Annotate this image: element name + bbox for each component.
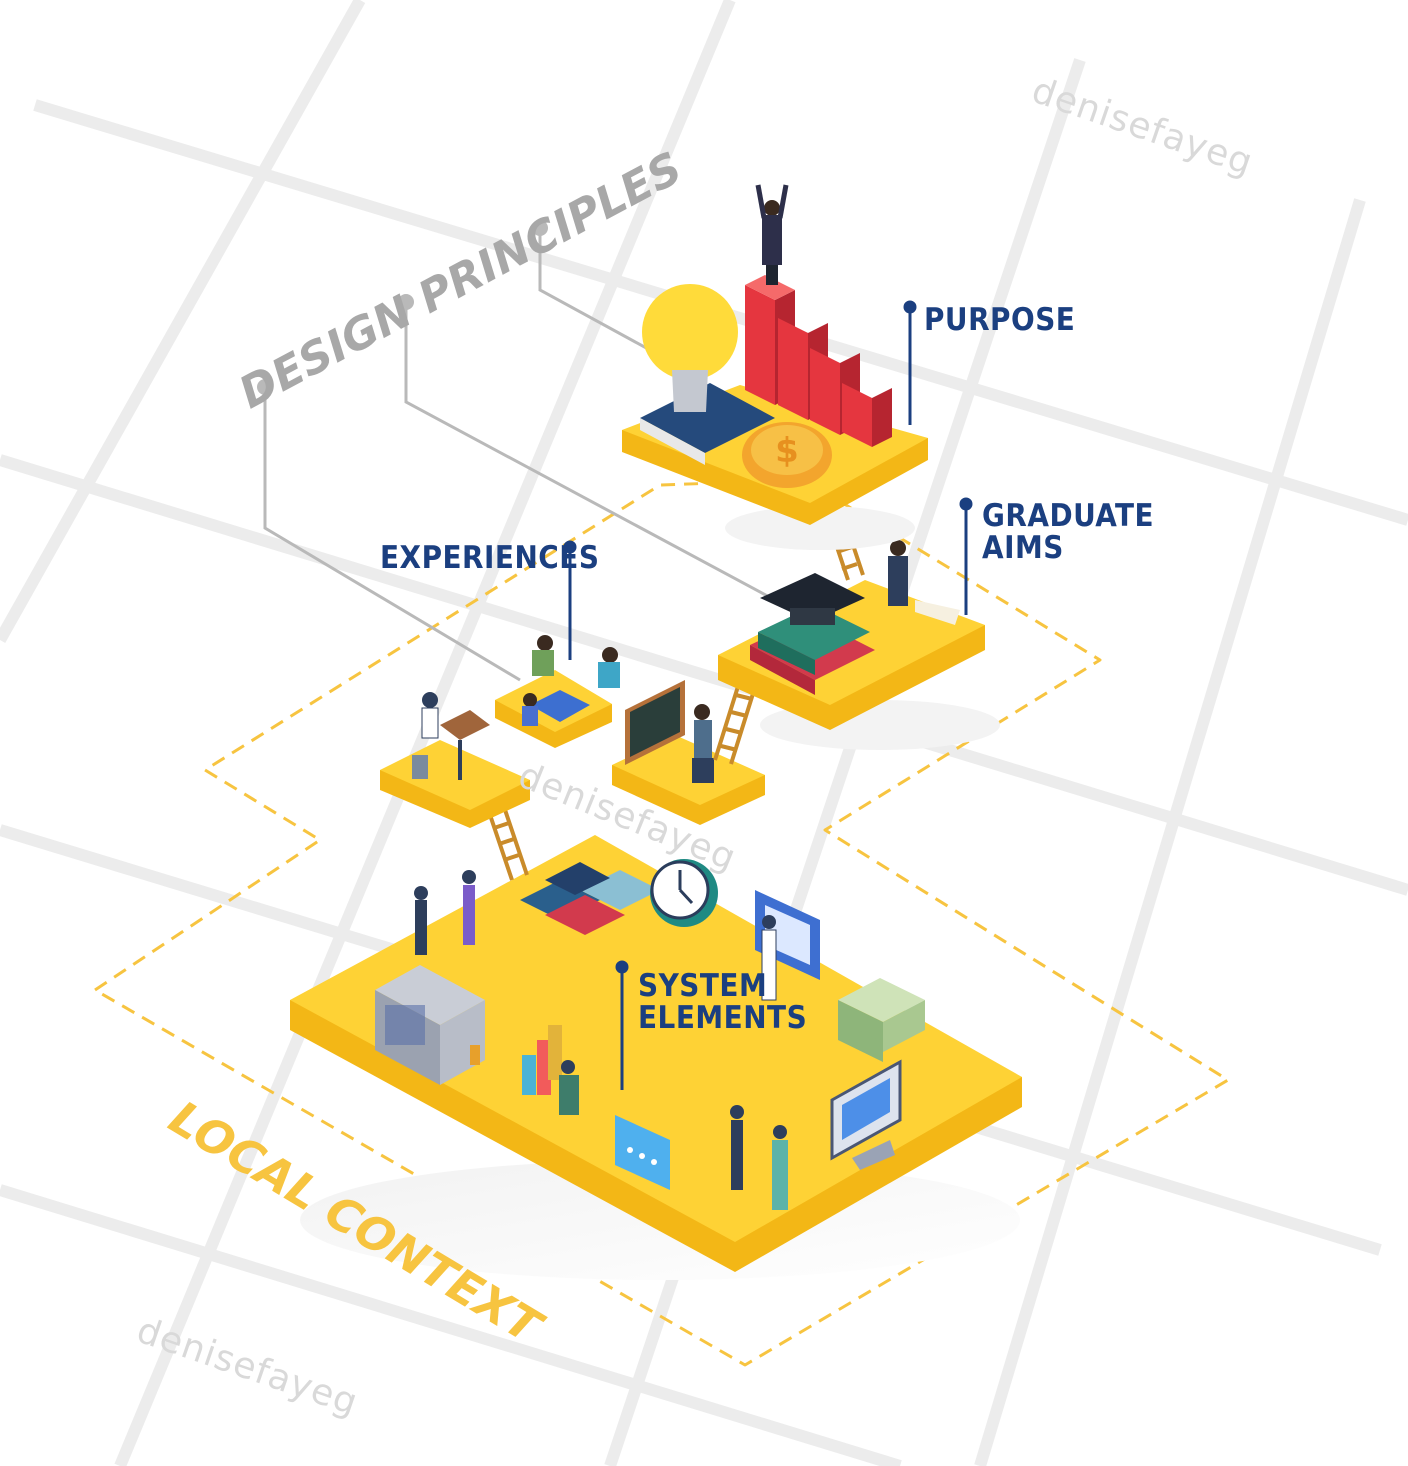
chalkboard-icon: [625, 680, 685, 765]
puzzle-icon: [520, 862, 660, 935]
chat-bubble-icon: [615, 1115, 670, 1190]
graduate-aims-line-2: AIMS: [982, 530, 1064, 566]
money-stack-icon: [838, 978, 925, 1062]
clock-icon: [650, 859, 718, 927]
graduate-figure-icon: [755, 184, 789, 285]
system-elements-label: SYSTEM ELEMENTS: [638, 970, 807, 1034]
building-icon: [375, 965, 485, 1085]
label-pins: [563, 300, 973, 1090]
title-connectors: [263, 232, 776, 682]
coin-symbol: $: [775, 431, 799, 471]
experience-platform-chalkboard: [612, 680, 765, 825]
experiences-text: EXPERIENCES: [380, 540, 600, 576]
experience-platform-boardgame: [495, 635, 620, 748]
experiences-label: EXPERIENCES: [380, 542, 599, 574]
people-figure-icon: [414, 870, 788, 1210]
coin-icon: $: [742, 422, 832, 488]
ladder-icon: [713, 679, 758, 765]
graduation-cap-icon: [760, 573, 865, 625]
graduate-aims-label: GRADUATE AIMS: [982, 500, 1154, 564]
graduate-aims-platform: [718, 540, 1000, 750]
monitor-icon: [830, 1059, 902, 1170]
bar-chart-small-icon: [522, 1025, 562, 1095]
system-elements-line-2: ELEMENTS: [638, 1000, 808, 1036]
experience-platform-desk: [380, 692, 530, 828]
purpose-label: PURPOSE: [924, 304, 1075, 336]
purpose-platform: $: [622, 184, 928, 550]
book-icon: [640, 383, 775, 465]
book-icon: [750, 605, 875, 695]
bar-chart-icon: [745, 275, 892, 447]
system-elements-line-1: SYSTEM: [638, 968, 768, 1004]
graduate-aims-line-1: GRADUATE: [982, 498, 1155, 534]
purpose-text: PURPOSE: [924, 302, 1076, 338]
lightbulb-icon: [642, 284, 738, 412]
connector-dots: [257, 220, 548, 395]
